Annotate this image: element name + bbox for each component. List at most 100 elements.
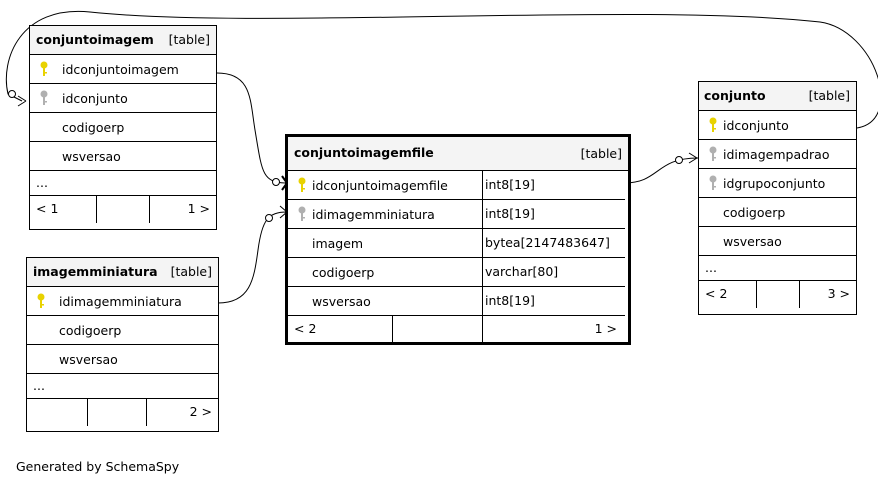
column-row[interactable]: codigoerp (30, 113, 216, 142)
parents-link[interactable]: < 2 (294, 321, 317, 336)
table-footer: 2 > (27, 399, 218, 426)
divider (87, 399, 88, 426)
parents-link[interactable]: < 1 (36, 201, 59, 216)
column-type: varchar[80] (485, 264, 559, 279)
children-link[interactable]: 2 > (189, 404, 212, 419)
column-row[interactable]: codigoerp (699, 198, 856, 227)
column-name: wsversao (62, 149, 121, 164)
more-columns: ... (30, 171, 216, 196)
foreign-key-icon (709, 146, 717, 161)
divider (756, 281, 757, 308)
table-footer: < 2 3 > (699, 281, 856, 308)
table-name: conjuntoimagemfile (294, 145, 434, 160)
column-row[interactable]: idconjunto (30, 84, 216, 113)
column-name: idconjunto (723, 118, 789, 133)
table-header: imagemminiatura [table] (27, 258, 218, 287)
ellipsis: ... (36, 175, 48, 190)
table-conjuntoimagem[interactable]: conjuntoimagem [table] idconjuntoimagem … (29, 25, 217, 230)
table-type: [table] (808, 88, 850, 103)
column-list: idconjuntoimagemfile int8[19] idimagemmi… (288, 171, 625, 344)
divider (96, 196, 97, 223)
table-type: [table] (168, 32, 210, 47)
table-header: conjuntoimagem [table] (30, 26, 216, 55)
column-name: idgrupoconjunto (723, 176, 826, 191)
table-conjunto[interactable]: conjunto [table] idconjunto idimagempadr… (698, 81, 857, 315)
column-type: bytea[2147483647] (485, 235, 610, 250)
edge-end-circle (8, 90, 16, 98)
column-row[interactable]: wsversao (699, 227, 856, 256)
table-footer: < 1 1 > (30, 196, 216, 223)
parents-link[interactable]: < 2 (705, 286, 728, 301)
column-row[interactable]: imagem bytea[2147483647] (288, 229, 625, 258)
column-name: codigoerp (723, 205, 786, 220)
table-name: conjuntoimagem (36, 32, 154, 47)
column-name: wsversao (312, 294, 371, 309)
column-name: codigoerp (59, 323, 122, 338)
table-imagemminiatura[interactable]: imagemminiatura [table] idimagemminiatur… (26, 257, 219, 432)
primary-key-icon (40, 61, 48, 76)
column-row[interactable]: idimagempadrao (699, 140, 856, 169)
column-name: wsversao (723, 234, 782, 249)
column-name: codigoerp (312, 265, 375, 280)
divider (146, 399, 147, 426)
ellipsis: ... (33, 378, 45, 393)
edge-imagemminiatura-conjuntoimagemfile (217, 211, 288, 304)
column-name: idconjunto (62, 91, 128, 106)
column-name: idconjuntoimagem (62, 62, 179, 77)
table-footer: < 2 1 > (288, 316, 625, 344)
edge-end-circle (675, 156, 683, 164)
column-row[interactable]: codigoerp varchar[80] (288, 258, 625, 287)
primary-key-icon (709, 117, 717, 132)
divider (392, 316, 393, 344)
column-row[interactable]: wsversao (30, 142, 216, 171)
foreign-key-icon (298, 206, 306, 221)
edge-end-circle (265, 214, 273, 222)
foreign-key-icon (40, 90, 48, 105)
edge-conjuntoimagemfile-conjunto (623, 157, 699, 184)
column-type: int8[19] (485, 206, 535, 221)
divider (149, 196, 150, 223)
primary-key-icon (298, 177, 306, 192)
column-row[interactable]: codigoerp (27, 316, 218, 345)
more-columns: ... (27, 374, 218, 399)
edge-conjuntoimagem-conjunto (5, 10, 878, 129)
table-type: [table] (170, 264, 212, 279)
foreign-key-icon (709, 175, 717, 190)
edge-arrow-crowfoot (17, 95, 27, 107)
column-name: wsversao (59, 352, 118, 367)
column-name: idimagempadrao (723, 147, 830, 162)
children-link[interactable]: 3 > (827, 286, 850, 301)
column-name: idimagemminiatura (312, 207, 435, 222)
column-name: idimagemminiatura (59, 294, 182, 309)
column-row[interactable]: idconjuntoimagemfile int8[19] (288, 171, 625, 200)
column-row[interactable]: idconjuntoimagem (30, 55, 216, 84)
edge-arrow-crowfoot (688, 152, 698, 164)
table-type: [table] (580, 146, 622, 161)
column-name: imagem (312, 236, 364, 251)
edge-end-circle (272, 178, 280, 186)
column-type: int8[19] (485, 293, 535, 308)
table-header: conjuntoimagemfile [table] (288, 137, 628, 171)
column-row[interactable]: wsversao int8[19] (288, 287, 625, 316)
divider (799, 281, 800, 308)
edge-conjuntoimagem-conjuntoimagemfile (216, 72, 286, 184)
column-row[interactable]: idimagemminiatura int8[19] (288, 200, 625, 229)
column-row[interactable]: idgrupoconjunto (699, 169, 856, 198)
more-columns: ... (699, 256, 856, 281)
primary-key-icon (37, 293, 45, 308)
column-row[interactable]: idimagemminiatura (27, 287, 218, 316)
column-name: codigoerp (62, 120, 125, 135)
children-link[interactable]: 1 > (594, 321, 617, 336)
table-name: conjunto (704, 88, 766, 103)
children-link[interactable]: 1 > (187, 201, 210, 216)
table-name: imagemminiatura (33, 264, 158, 279)
column-type: int8[19] (485, 177, 535, 192)
ellipsis: ... (705, 260, 717, 275)
table-header: conjunto [table] (699, 82, 856, 111)
column-row[interactable]: idconjunto (699, 111, 856, 140)
table-conjuntoimagemfile[interactable]: conjuntoimagemfile [table] idconjuntoima… (285, 134, 631, 345)
column-row[interactable]: wsversao (27, 345, 218, 374)
generated-by-credit: Generated by SchemaSpy (16, 459, 180, 474)
column-name: idconjuntoimagemfile (312, 178, 448, 193)
